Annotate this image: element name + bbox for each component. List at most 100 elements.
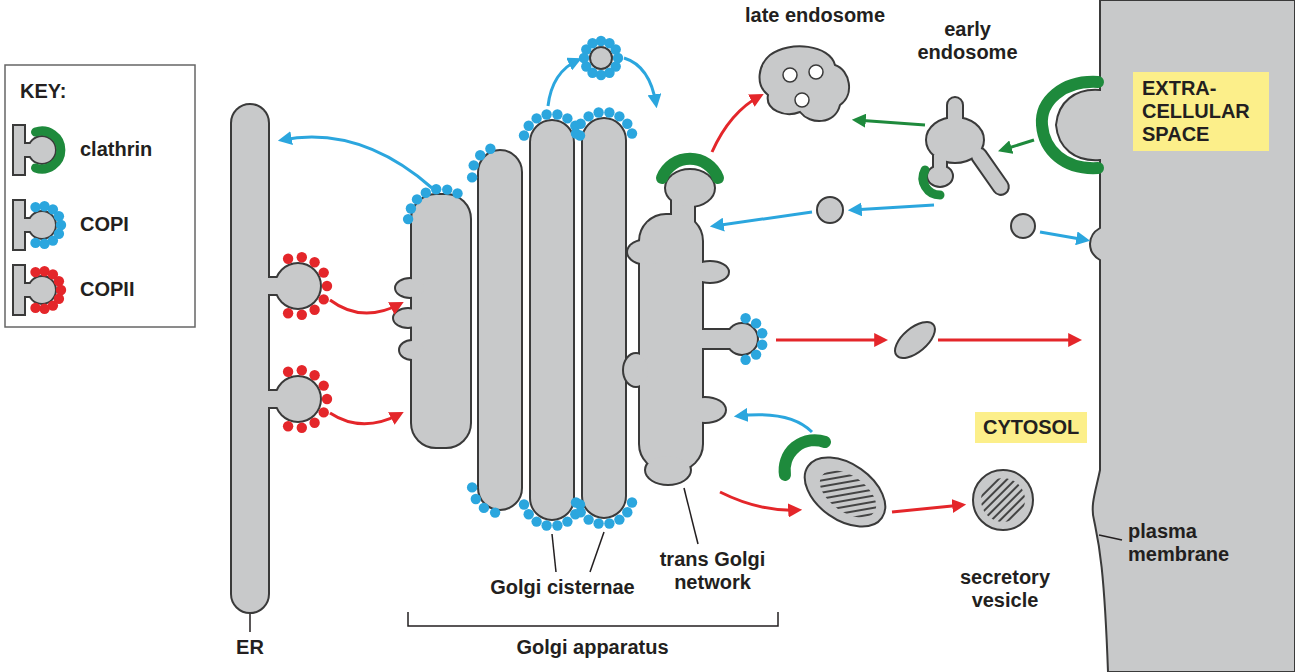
- label-text: late endosome: [745, 4, 885, 26]
- coat-bead: [471, 494, 481, 504]
- drawn-path: [852, 205, 934, 210]
- drawn-path: [36, 131, 61, 169]
- coat-bead: [54, 276, 64, 286]
- coat-bead: [56, 220, 66, 230]
- coat-bead: [283, 367, 293, 377]
- drawn-path: [684, 488, 698, 544]
- drawn-use: [927, 98, 1011, 197]
- drawn-path: [892, 505, 962, 512]
- coat-bead: [30, 267, 40, 277]
- drawn-path: [1042, 82, 1098, 168]
- coat-bead: [562, 113, 572, 123]
- coat-bead: [571, 128, 581, 138]
- coat-bead: [442, 184, 452, 194]
- coat-bead: [283, 308, 293, 318]
- legend-entry: clathrin: [80, 138, 190, 161]
- drawn-path: [624, 58, 656, 104]
- coat-bead: [406, 203, 416, 213]
- coat-bead: [467, 482, 477, 492]
- drawn-path: [938, 339, 1078, 342]
- drawn-path: [249, 614, 251, 632]
- label-text: early endosome: [917, 18, 1017, 63]
- drawn-g: [282, 58, 1086, 512]
- legend-entry: COPI: [80, 213, 190, 236]
- legend-entry: COPII: [80, 278, 190, 301]
- drawn-path: [282, 137, 432, 188]
- coat-bead: [297, 310, 307, 320]
- drawn-ellipse: [811, 461, 884, 527]
- drawn-path: [662, 159, 718, 178]
- coat-bead: [54, 211, 64, 221]
- drawn-use: [624, 170, 757, 484]
- coat-bead: [309, 370, 319, 380]
- drawn-use: [927, 98, 1011, 197]
- coat-bead: [562, 516, 572, 526]
- drawn-path: [408, 612, 778, 626]
- drawn-circle: [809, 65, 823, 79]
- label-text: secretory vesicle: [960, 566, 1050, 611]
- drawn-use: [394, 195, 470, 447]
- drawn-rect: [582, 118, 626, 518]
- coat-bead: [469, 160, 479, 170]
- coat-bead: [30, 202, 40, 212]
- coat-bead: [541, 109, 551, 119]
- coat-bead: [576, 507, 586, 517]
- drawn-path: [1056, 0, 1295, 672]
- coat-bead: [583, 111, 593, 121]
- label-box: trans Golgi network: [645, 548, 780, 594]
- drawn-g: [250, 488, 1122, 632]
- label-box: KEY:: [20, 80, 110, 103]
- coat-bead: [627, 128, 637, 138]
- coat-bead: [319, 380, 329, 390]
- coat-bead: [309, 418, 319, 428]
- drawn-use: [394, 195, 470, 447]
- coat-bead: [485, 144, 495, 154]
- label-box: early endosome: [905, 18, 1030, 64]
- coat-bead: [452, 188, 462, 198]
- coat-bead: [479, 503, 489, 513]
- coat-bead: [757, 328, 767, 338]
- drawn-ellipse: [792, 443, 898, 540]
- coat-bead: [403, 214, 413, 224]
- coat-bead: [421, 188, 431, 198]
- drawn-g: [14, 126, 61, 174]
- coat-bead: [319, 294, 329, 304]
- coat-bead: [740, 313, 750, 323]
- label-text: ER: [236, 636, 264, 658]
- coat-bead: [541, 520, 551, 530]
- region-label: CYTOSOL: [983, 416, 1079, 439]
- coat-bead: [604, 518, 614, 528]
- drawn-path: [720, 492, 798, 510]
- drawn-circle: [795, 93, 809, 107]
- coat-bead: [283, 254, 293, 264]
- drawn-g: [30, 36, 767, 531]
- coat-bead: [297, 423, 307, 433]
- drawn-rect: [478, 150, 522, 510]
- region-label-box: EXTRA-CELLULAR SPACE: [1133, 72, 1269, 151]
- coat-bead: [322, 394, 332, 404]
- coat-bead: [614, 514, 624, 524]
- drawn-path: [760, 46, 850, 121]
- legend-text: clathrin: [80, 138, 152, 160]
- drawn-circle: [590, 47, 612, 69]
- coat-bead: [467, 172, 477, 182]
- drawn-path: [738, 415, 812, 432]
- coat-bead: [524, 509, 534, 519]
- coat-bead: [757, 340, 767, 350]
- drawn-circle: [1011, 214, 1035, 238]
- coat-bead: [519, 499, 529, 509]
- drawn-path: [330, 300, 400, 313]
- label-box: plasma membrane: [1128, 520, 1278, 566]
- coat-bead: [412, 194, 422, 204]
- coat-bead: [56, 285, 66, 295]
- coat-bead: [740, 355, 750, 365]
- coat-bead: [524, 121, 534, 131]
- coat-bead: [583, 514, 593, 524]
- coat-bead: [431, 184, 441, 194]
- legend-text: COPI: [80, 213, 129, 235]
- drawn-path: [923, 170, 940, 195]
- coat-bead: [309, 257, 319, 267]
- coat-bead: [30, 303, 40, 313]
- coat-bead: [30, 238, 40, 248]
